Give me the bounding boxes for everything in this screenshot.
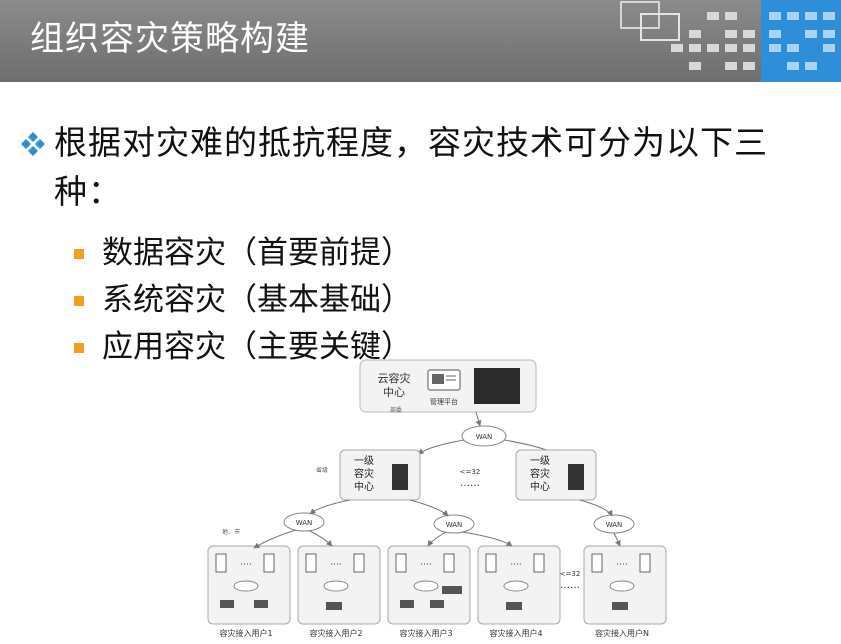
mgmt-platform-icon bbox=[427, 369, 461, 391]
square-bullet-icon bbox=[74, 249, 84, 259]
user-label: 容灾接入用户3 bbox=[399, 628, 452, 638]
svg-text:容灾: 容灾 bbox=[354, 467, 374, 480]
cloud-center-label: 中心 bbox=[383, 386, 405, 399]
intro-bullet: 根据对灾难的抵抗程度，容灾技术可分为以下三种： bbox=[20, 118, 830, 216]
svg-text:····: ···· bbox=[330, 560, 341, 570]
mgmt-platform-label: 管理平台 bbox=[430, 397, 458, 406]
user-node: ···· 容灾接入用户2 bbox=[297, 545, 381, 638]
intro-text: 根据对灾难的抵抗程度，容灾技术可分为以下三种： bbox=[54, 123, 768, 211]
svg-text:一级: 一级 bbox=[354, 455, 374, 467]
user-node: ···· 容灾接入用户4 bbox=[477, 545, 561, 638]
user-node: ···· 容灾接入用户3 bbox=[387, 545, 471, 638]
svg-text:····: ···· bbox=[616, 560, 627, 570]
server-rack-icon bbox=[474, 368, 520, 404]
svg-text:中心: 中心 bbox=[530, 480, 550, 493]
ellipsis: …… bbox=[460, 478, 480, 489]
list-item: 应用容灾（主要关键） bbox=[74, 324, 830, 371]
user-node: ···· 容灾接入用户1 bbox=[207, 545, 291, 638]
wan-cloud-icon: WAN bbox=[283, 512, 325, 532]
user-label: 容灾接入用户4 bbox=[489, 628, 542, 638]
cloud-center-label: 云容灾 bbox=[378, 371, 411, 385]
svg-text:WAN: WAN bbox=[296, 519, 313, 527]
list-item-label: 数据容灾（首要前提） bbox=[102, 235, 412, 271]
square-bullet-icon bbox=[74, 296, 84, 306]
wan-cloud-icon: WAN bbox=[593, 514, 635, 534]
svg-text:····: ···· bbox=[240, 560, 251, 570]
svg-text:WAN: WAN bbox=[446, 521, 463, 529]
svg-text:中心: 中心 bbox=[354, 480, 374, 493]
diamond-bullet-icon bbox=[21, 132, 45, 156]
sub-bullet-list: 数据容灾（首要前提） 系统容灾（基本基础） 应用容灾（主要关键） bbox=[20, 230, 830, 371]
ministry-label: 部委 bbox=[390, 406, 402, 414]
limit-label: <=32 bbox=[560, 570, 581, 578]
disaster-recovery-topology-diagram: 云容灾 中心 管理平台 部委 WAN 一级 容灾 中心 一级 容灾 中心 省级 … bbox=[207, 359, 667, 638]
svg-text:····: ···· bbox=[510, 560, 521, 570]
svg-text:一级: 一级 bbox=[530, 455, 550, 467]
wan-cloud-icon: WAN bbox=[461, 425, 507, 447]
svg-text:WAN: WAN bbox=[476, 433, 493, 441]
square-bullet-icon bbox=[74, 343, 84, 353]
city-label: 地、市 bbox=[222, 528, 240, 536]
svg-text:····: ···· bbox=[420, 560, 431, 570]
user-node: ···· 容灾接入用户N bbox=[583, 545, 667, 638]
title-bar: 组织容灾策略构建 bbox=[0, 0, 841, 82]
province-label: 省级 bbox=[316, 466, 328, 474]
list-item: 数据容灾（首要前提） bbox=[74, 230, 830, 277]
list-item-label: 系统容灾（基本基础） bbox=[102, 282, 412, 318]
slide-title: 组织容灾策略构建 bbox=[30, 19, 310, 59]
user-label: 容灾接入用户N bbox=[595, 628, 649, 638]
svg-text:WAN: WAN bbox=[606, 521, 623, 529]
ellipsis: …… bbox=[560, 580, 580, 591]
list-item: 系统容灾（基本基础） bbox=[74, 277, 830, 324]
limit-label: <=32 bbox=[460, 468, 481, 476]
server-icon bbox=[392, 464, 408, 490]
server-icon bbox=[568, 464, 584, 490]
user-label: 容灾接入用户1 bbox=[219, 628, 272, 638]
user-label: 容灾接入用户2 bbox=[309, 628, 362, 638]
header-decoration bbox=[620, 0, 841, 82]
bullet-content: 根据对灾难的抵抗程度，容灾技术可分为以下三种： 数据容灾（首要前提） 系统容灾（… bbox=[20, 118, 830, 371]
svg-text:容灾: 容灾 bbox=[530, 467, 550, 480]
wan-cloud-icon: WAN bbox=[433, 514, 475, 534]
list-item-label: 应用容灾（主要关键） bbox=[102, 329, 412, 365]
